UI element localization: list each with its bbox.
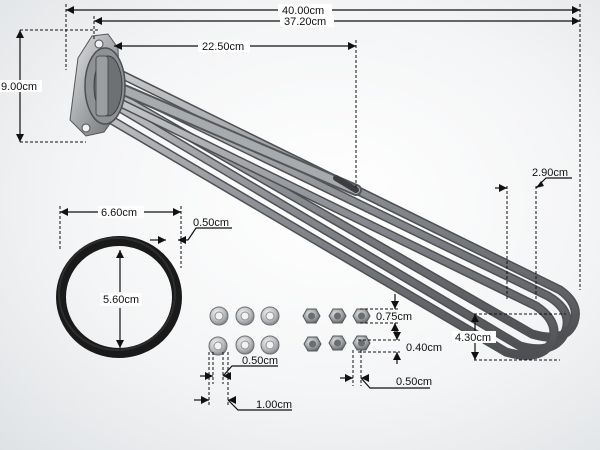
washer [209,306,229,326]
flange-bolt-hole-bottom [81,123,91,133]
label-gasket-outer-diameter: 6.60cm [101,207,137,219]
hex-nut [328,335,347,351]
heating-tubes [93,61,580,360]
washer [260,335,280,355]
label-flange-to-sensor: 22.50cm [202,41,244,53]
label-tube-spacing: 2.90cm [532,167,568,179]
washers [208,306,280,356]
label-washer-thickness: 0.50cm [242,355,278,367]
hex-nut [352,335,371,351]
label-flange-height: 9.00cm [1,81,37,93]
label-nut-height: 0.75cm [376,311,412,323]
label-tube-length: 37.20cm [284,16,326,28]
gasket-ring [56,236,182,358]
label-overall-length: 40.00cm [282,5,324,17]
hex-nut [328,308,347,324]
dimension-lines [16,4,581,411]
label-gasket-inner-diameter: 5.60cm [103,294,139,306]
hex-nut [352,308,371,324]
washer [235,306,255,326]
flange-bolt-hole-top [94,39,104,49]
dimension-labels: 40.00cm 37.20cm 22.50cm 9.00cm 2.90cm 4.… [0,4,568,411]
washer [235,335,255,355]
washer [208,336,228,356]
hex-nut [303,336,322,352]
hex-nuts [302,308,371,352]
label-washer-diameter: 1.00cm [256,399,292,411]
washer [260,306,280,326]
label-nut-thread: 0.40cm [406,342,442,354]
heating-element [69,33,580,360]
label-element-depth: 4.30cm [455,332,491,344]
label-nut-thickness: 0.50cm [396,376,432,388]
hex-nut [302,308,321,324]
label-gasket-thickness: 0.50cm [193,217,229,229]
